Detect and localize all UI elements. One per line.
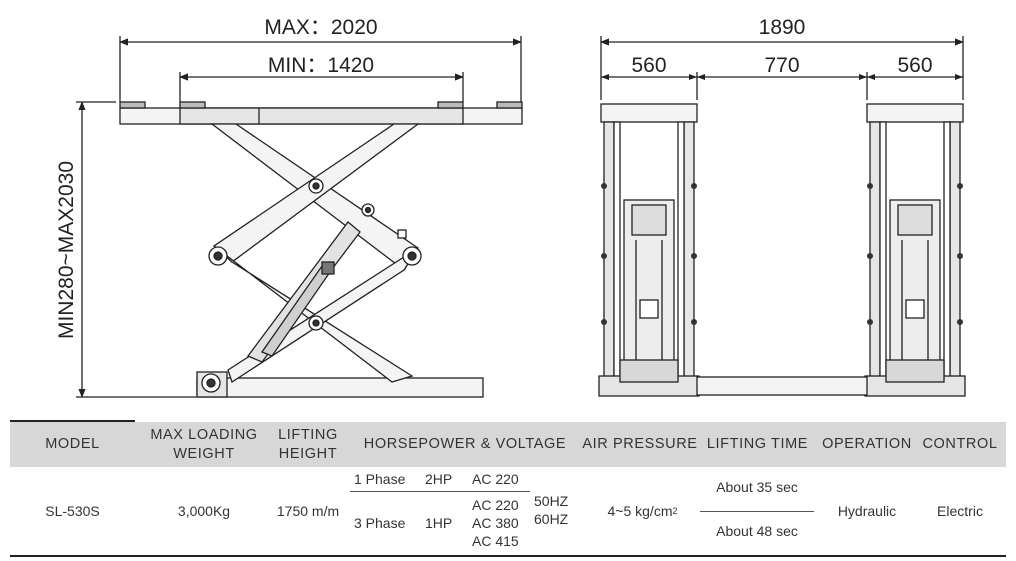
header-max-loading-weight: MAX LOADING WEIGHT — [150, 426, 258, 462]
air-pressure-exponent: 2 — [672, 506, 678, 516]
cell-voltage-1: AC 220 — [472, 471, 519, 487]
cell-model: SL-530S — [45, 503, 100, 519]
header-lifting-time: LIFTING TIME — [706, 436, 809, 452]
cell-voltage-3a: AC 220 — [472, 497, 519, 513]
dim-total-label: 1890 — [759, 16, 806, 39]
base-frame — [196, 377, 484, 398]
cell-voltage-3c: AC 415 — [472, 533, 519, 549]
cell-lifting-height: 1750 m/m — [276, 503, 340, 519]
table-top-rule — [10, 420, 135, 423]
header-operation: OPERATION — [822, 436, 912, 452]
cell-phase-1: 1 Phase — [354, 471, 406, 487]
header-horsepower-voltage: HORSEPOWER & VOLTAGE — [363, 436, 567, 452]
lift-drawing: MAX：2020 MIN：1420 MIN280~MAX2030 1890 56… — [55, 16, 966, 398]
dim-middle-label: 770 — [764, 54, 799, 77]
header-control: CONTROL — [922, 436, 998, 452]
spec-table: MODEL MAX LOADING WEIGHT LIFTING HEIGHT … — [10, 420, 1006, 558]
divider-lifting-time — [700, 511, 814, 512]
cell-frequency-60: 60HZ — [534, 511, 569, 527]
left-column — [598, 103, 700, 397]
side-view — [76, 36, 523, 398]
cell-lifting-time-2: About 48 sec — [716, 523, 798, 539]
divider-phase — [350, 491, 530, 492]
cell-hp-3: 1HP — [425, 515, 453, 531]
dim-max-label: MAX：2020 — [264, 16, 377, 39]
cell-operation: Hydraulic — [837, 503, 897, 519]
dim-height-label: MIN280~MAX2030 — [55, 161, 78, 339]
cell-phase-3: 3 Phase — [354, 515, 406, 531]
right-column — [864, 103, 966, 397]
cell-voltage-3b: AC 380 — [472, 515, 519, 531]
dim-right-label: 560 — [897, 54, 932, 77]
dim-min-label: MIN：1420 — [268, 54, 374, 77]
cell-lifting-time-1: About 35 sec — [716, 479, 798, 495]
dim-left-label: 560 — [631, 54, 666, 77]
end-view — [598, 36, 966, 397]
header-air-pressure: AIR PRESSURE — [582, 436, 698, 452]
header-lifting-height: LIFTING HEIGHT — [278, 426, 338, 462]
cell-frequency-50: 50HZ — [534, 493, 569, 509]
cell-hp-1: 2HP — [425, 471, 453, 487]
base-crossbar — [696, 376, 868, 396]
air-pressure-value: 4~5 kg/cm — [607, 503, 673, 519]
table-header-row — [10, 422, 1006, 467]
header-model: MODEL — [45, 436, 100, 452]
scissor-arms — [210, 123, 420, 384]
pivot-pins — [208, 178, 422, 331]
cell-max-loading-weight: 3,000Kg — [177, 503, 231, 519]
table-bottom-rule — [10, 555, 1006, 557]
cell-control: Electric — [937, 503, 983, 519]
